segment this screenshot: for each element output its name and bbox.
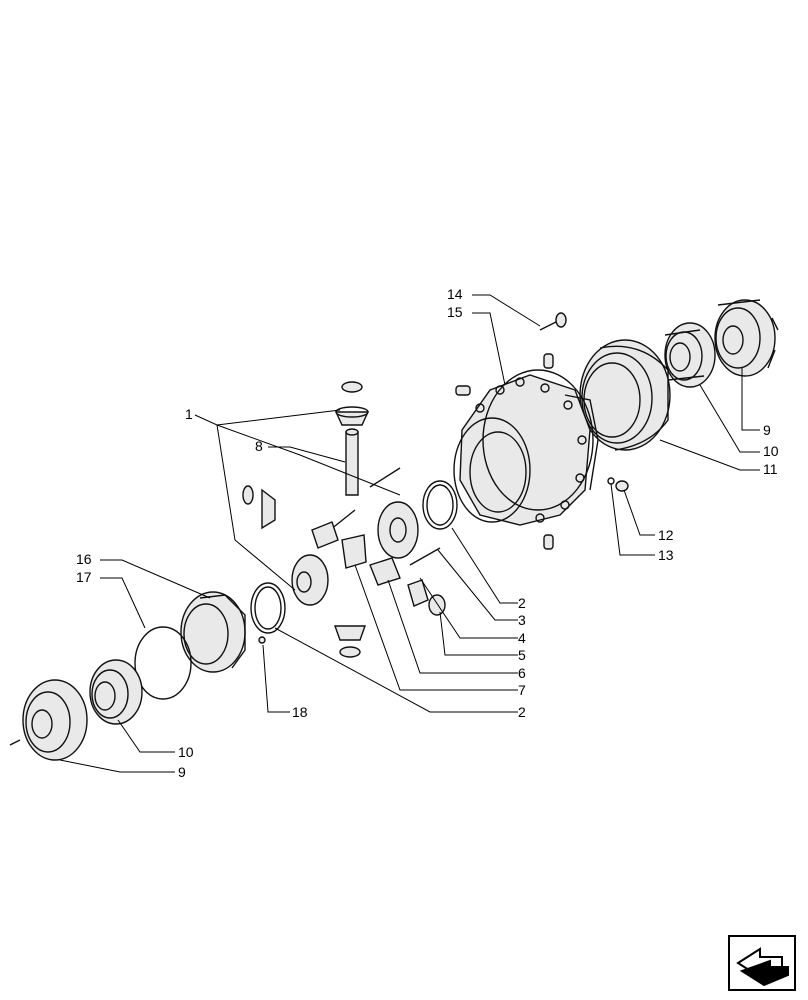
part-bearing-10-bottom — [89, 659, 143, 725]
callout-13: 13 — [658, 547, 674, 563]
part-plugs — [455, 353, 554, 550]
part-ring-11 — [579, 339, 671, 451]
part-bolt-14 — [539, 312, 567, 331]
part-side-gear-left — [291, 554, 329, 606]
callout-2: 2 — [518, 595, 526, 611]
part-bearing-10-top — [664, 322, 716, 388]
callout-1: 1 — [185, 406, 193, 422]
callout-12: 12 — [658, 527, 674, 543]
part-ring-16 — [180, 591, 246, 673]
part-differential-housing-15 — [453, 369, 599, 526]
callout-9: 9 — [763, 422, 771, 438]
callout-11: 11 — [763, 461, 778, 477]
part-gear-top — [334, 381, 370, 426]
part-blocks — [311, 521, 401, 586]
callout-5: 5 — [518, 647, 526, 663]
callout-9-lower: 9 — [178, 764, 186, 780]
part-bearing-cone-9-top — [714, 299, 779, 377]
callout-14: 14 — [447, 286, 463, 302]
part-gear-5 — [407, 579, 446, 616]
arrow-icon — [736, 947, 789, 987]
callout-10-lower: 10 — [178, 744, 194, 760]
part-snap-ring-17 — [134, 626, 192, 700]
callout-2-lower: 2 — [518, 704, 526, 720]
callout-6: 6 — [518, 665, 526, 681]
callout-15: 15 — [447, 304, 463, 320]
part-pin-18 — [258, 636, 266, 644]
part-bearing-cone-9-bottom — [9, 679, 88, 761]
callout-4: 4 — [518, 630, 526, 646]
part-gear-bottom — [334, 625, 366, 658]
callout-17: 17 — [76, 569, 92, 585]
callout-16: 16 — [76, 551, 92, 567]
leader-lines — [59, 294, 760, 773]
part-plug-12-13 — [607, 477, 629, 492]
part-washer-2 — [250, 480, 458, 634]
callout-10: 10 — [763, 443, 779, 459]
part-side-gear-center — [377, 501, 419, 559]
callout-18: 18 — [292, 704, 308, 720]
callout-3: 3 — [518, 612, 526, 628]
part-shaft-8 — [345, 428, 359, 496]
callout-8: 8 — [255, 438, 263, 454]
part-gear-left — [242, 485, 276, 530]
callout-7: 7 — [518, 682, 526, 698]
next-page-button[interactable] — [728, 935, 796, 991]
